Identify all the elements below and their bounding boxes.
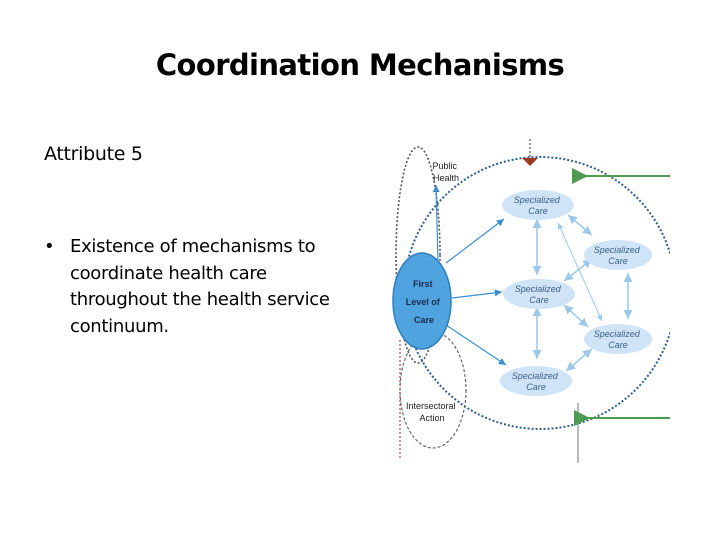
first-level-node bbox=[392, 252, 452, 350]
specialized-label: Specialized bbox=[514, 195, 561, 205]
down-arrow-icon bbox=[522, 158, 538, 166]
specialized-node-3: Specialized Care bbox=[503, 279, 575, 309]
svg-text:Specialized Care: Specialized Care bbox=[515, 284, 564, 305]
slide-title: Coordination Mechanisms bbox=[155, 48, 565, 82]
care-network-svg: First Level of Care Public Health Inters… bbox=[392, 139, 670, 463]
specialized-label: Specialized bbox=[594, 245, 641, 255]
svg-text:Intersectoral Action: Intersectoral Action bbox=[406, 401, 458, 423]
specialized-node-5: Specialized Care bbox=[500, 366, 572, 396]
specialized-label: Specialized bbox=[512, 371, 559, 381]
bullet-line: throughout the health service bbox=[70, 289, 330, 310]
specialized-label: Specialized bbox=[515, 284, 562, 294]
arrow-spec3-spec2 bbox=[563, 258, 593, 282]
specialized-label: Care bbox=[529, 295, 549, 305]
public-health-ellipse bbox=[395, 146, 441, 364]
intersectoral-ellipse bbox=[399, 331, 467, 449]
svg-text:Specialized Care: Specialized Care bbox=[514, 195, 563, 216]
attribute-heading: Attribute 5 bbox=[44, 143, 143, 165]
public-health-label: Health bbox=[433, 173, 459, 183]
bullet-line: coordinate health care bbox=[70, 262, 267, 284]
arrow-spec3-spec4 bbox=[563, 304, 589, 328]
specialized-label: Specialized bbox=[594, 329, 641, 339]
specialized-node-4: Specialized Care bbox=[584, 324, 652, 354]
svg-text:Public Health: Public Health bbox=[432, 161, 459, 183]
care-network-diagram: First Level of Care Public Health Inters… bbox=[388, 135, 670, 465]
arrow-spec5-spec4 bbox=[565, 348, 593, 372]
bullet-line: Existence of mechanisms to bbox=[70, 236, 316, 257]
specialized-label: Care bbox=[528, 206, 548, 216]
arrow-spec1-spec2 bbox=[567, 214, 593, 236]
svg-text:First Level of Car: First Level of Care bbox=[406, 279, 443, 325]
bullet-marker: • bbox=[44, 236, 55, 257]
intersectoral-label: Action bbox=[419, 413, 444, 423]
arrow-spec1-spec4 bbox=[557, 222, 603, 322]
arrow-first-to-spec1 bbox=[445, 218, 505, 264]
outer-network-circle bbox=[403, 156, 670, 430]
svg-text:Specialized Care: Specialized Care bbox=[594, 329, 643, 350]
first-level-label: Care bbox=[414, 315, 434, 325]
public-health-label: Public bbox=[432, 161, 457, 171]
svg-text:Specialized Care: Specialized Care bbox=[594, 245, 643, 266]
specialized-label: Care bbox=[608, 340, 628, 350]
specialized-label: Care bbox=[608, 256, 628, 266]
bullet-list: • Existence of mechanisms to coordinate … bbox=[44, 234, 364, 340]
bullet-line: continuum. bbox=[70, 315, 169, 337]
first-level-label: Level of bbox=[406, 297, 441, 307]
arrow-first-to-public-health bbox=[432, 184, 440, 264]
specialized-label: Care bbox=[526, 382, 546, 392]
arrow-first-to-spec3 bbox=[451, 289, 503, 299]
specialized-node-2: Specialized Care bbox=[584, 240, 652, 270]
first-level-label: First bbox=[413, 279, 433, 289]
svg-text:Specialized Care: Specialized Care bbox=[512, 371, 561, 392]
intersectoral-label: Intersectoral bbox=[406, 401, 456, 411]
arrow-first-to-spec5 bbox=[445, 324, 507, 366]
specialized-node-1: Specialized Care bbox=[502, 190, 574, 220]
bullet-item: • Existence of mechanisms to coordinate … bbox=[44, 234, 364, 340]
